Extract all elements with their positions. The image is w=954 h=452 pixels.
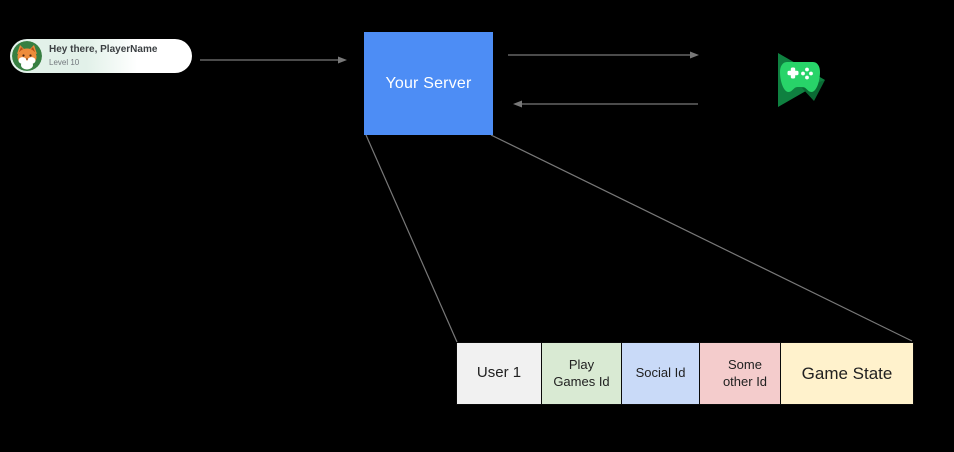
user-record-table: User 1 Play Games Id Social Id Some othe… [456, 342, 914, 405]
arrow-server-to-playgames [508, 51, 699, 59]
table-cell-game-state: Game State [780, 343, 913, 404]
arrow-card-to-server [200, 56, 347, 64]
google-play-games-icon [778, 53, 825, 107]
table-cell-some-other-id-label: Some other Id [722, 357, 768, 389]
player-level-text: Level 10 [49, 57, 80, 67]
table-cell-play-games-id: Play Games Id [541, 343, 621, 404]
table-cell-social-id-label: Social Id [635, 365, 686, 381]
player-greeting-text: Hey there, PlayerName [49, 44, 158, 56]
table-cell-user-label: User 1 [476, 364, 522, 382]
projection-line-left [365, 134, 458, 343]
arrow-playgames-to-server [513, 100, 698, 108]
table-cell-some-other-id: Some other Id [699, 343, 780, 404]
table-cell-game-state-label: Game State [801, 363, 893, 383]
player-greeting-card: Hey there, PlayerName Level 10 [10, 39, 192, 73]
projection-line-right [490, 134, 913, 342]
table-cell-social-id: Social Id [621, 343, 699, 404]
table-cell-user: User 1 [457, 343, 541, 404]
server-label: Your Server [385, 74, 472, 92]
table-cell-play-games-id-label: Play Games Id [553, 357, 610, 389]
fox-avatar-icon [12, 41, 42, 71]
your-server-box: Your Server [364, 32, 493, 135]
